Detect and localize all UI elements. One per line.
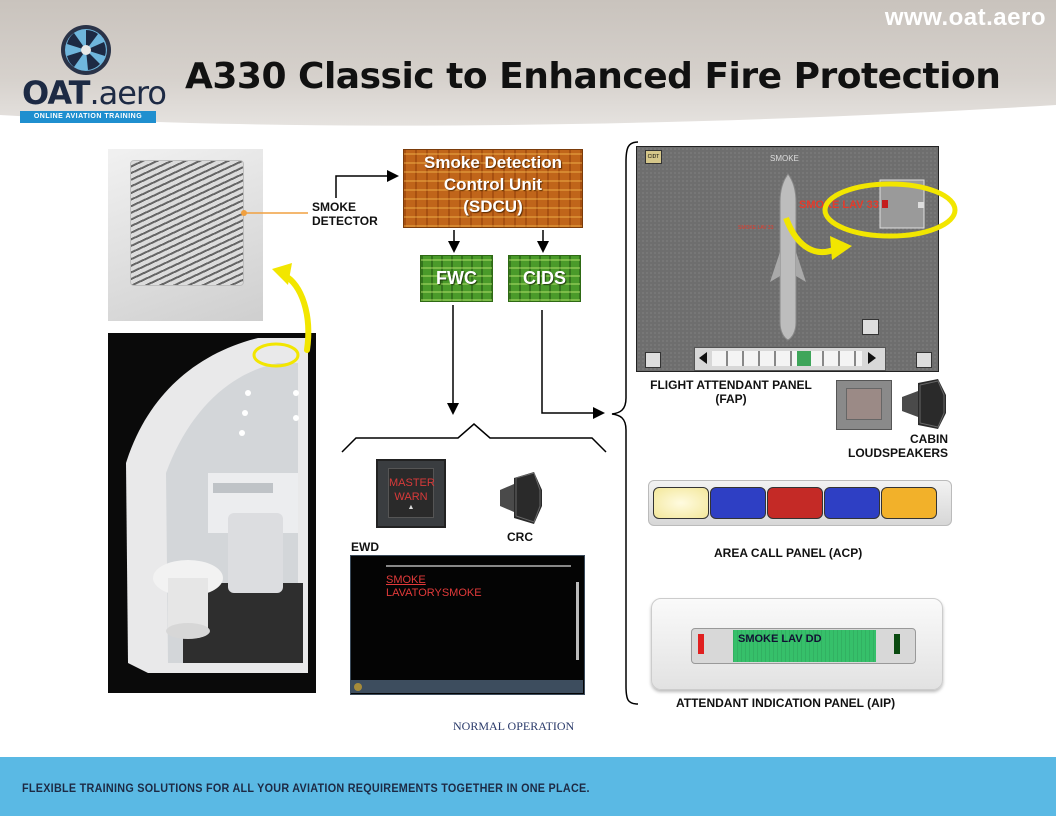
ewd-label: EWD <box>351 540 379 554</box>
fap-highlight-ellipse <box>783 181 958 260</box>
fap-cidt-icon[interactable]: CIDT <box>645 150 662 164</box>
header-banner <box>0 0 1056 130</box>
fap-smoke-alert: SMOKE LAV 33 <box>799 199 879 211</box>
smoke-detector-label: SMOKE DETECTOR <box>312 200 378 228</box>
acp-label: AREA CALL PANEL (ACP) <box>714 546 863 560</box>
group-bracket-bottom <box>341 423 607 453</box>
smoke-detector-grille <box>130 160 244 286</box>
aip-label: ATTENDANT INDICATION PANEL (AIP) <box>676 696 896 710</box>
fap-tab-buttons[interactable] <box>712 351 862 366</box>
fap-active-tab[interactable] <box>797 351 811 366</box>
flow-arrows <box>335 170 605 419</box>
crc-speaker-icon <box>500 472 542 524</box>
fwc-box: FWC <box>420 255 493 302</box>
detector-leader-line <box>241 210 308 216</box>
logo-tagline: ONLINE AVIATION TRAINING <box>20 111 156 123</box>
logo-fan-icon <box>61 25 111 75</box>
acp-light-white <box>653 487 709 519</box>
footer-tagline: FLEXIBLE TRAINING SOLUTIONS FOR ALL YOUR… <box>22 781 590 795</box>
acp-light-amber <box>881 487 937 519</box>
aip-red-light <box>698 634 704 654</box>
fap-smoke-alert-small: SMOKE LAV 33 <box>738 225 774 231</box>
crc-label: CRC <box>507 530 533 544</box>
fap-label: FLIGHT ATTENDANT PANEL (FAP) <box>650 378 812 406</box>
header-wave <box>0 105 1056 145</box>
aip-display-text: SMOKE LAV DD <box>738 633 822 645</box>
fap-aircraft-icon <box>770 173 806 341</box>
ewd-scrollbar <box>576 582 579 660</box>
normal-operation-caption: NORMAL OPERATION <box>453 719 575 733</box>
logo-wordmark: OAT.aero <box>22 74 167 112</box>
cabin-speaker-icon <box>902 379 946 429</box>
aip-green-light <box>894 634 900 654</box>
page-title: A330 Classic to Enhanced Fire Protection <box>185 56 1001 97</box>
ewd-screen <box>350 555 585 695</box>
group-brace-right <box>611 141 639 705</box>
sdcu-box: Smoke Detection Control Unit (SDCU) <box>403 149 583 228</box>
ewd-bezel <box>350 680 583 693</box>
fap-prev-icon[interactable] <box>697 351 709 365</box>
footer-banner <box>0 757 1056 816</box>
fap-header: SMOKE <box>770 154 799 163</box>
master-warn-light: MASTER WARN ▲ <box>388 468 435 518</box>
cabin-loudspeakers-label: CABIN LOUDSPEAKERS <box>847 432 948 460</box>
yellow-curved-arrow <box>272 263 312 353</box>
fap-next-icon[interactable] <box>866 351 878 365</box>
site-url[interactable]: www.oat.aero <box>884 4 1046 31</box>
lavatory-photo <box>108 333 316 693</box>
cids-box: CIDS <box>508 255 581 302</box>
ewd-knob-icon <box>354 683 362 691</box>
ewd-divider <box>386 565 571 567</box>
ewd-warning-title: SMOKE <box>386 574 426 586</box>
ewd-warning-line: LAVATORYSMOKE <box>386 587 482 599</box>
fap-right-icon[interactable] <box>916 352 932 368</box>
fap-left-icon[interactable] <box>645 352 661 368</box>
acp-light-red <box>767 487 823 519</box>
acp-light-blue-2 <box>824 487 880 519</box>
acp-light-blue <box>710 487 766 519</box>
aip-display <box>733 630 876 662</box>
fap-menu-icon[interactable] <box>862 319 879 335</box>
cabin-smoke-light <box>846 388 882 420</box>
